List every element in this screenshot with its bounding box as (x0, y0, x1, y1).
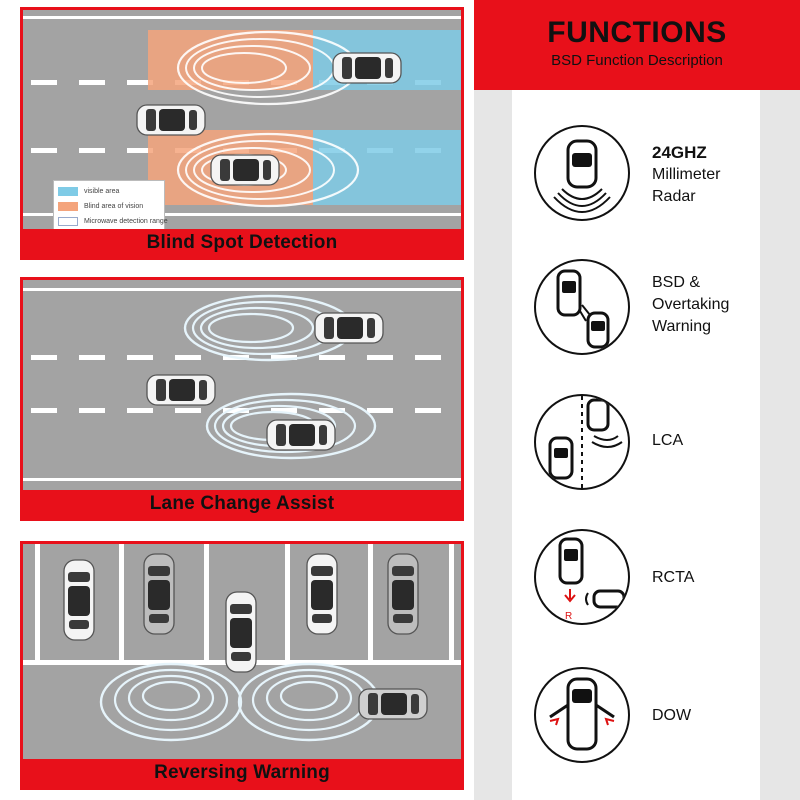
crossing-car (358, 688, 428, 720)
approaching-car (314, 312, 384, 344)
function-label-overtaking: BSD & Overtaking Warning (652, 272, 729, 338)
reversing-illustration (23, 544, 461, 759)
legend-item: Microwave detection range (58, 214, 168, 229)
function-label-line: 24GHZ (652, 143, 707, 162)
legend-swatch (58, 187, 78, 196)
function-label-line: BSD & (652, 274, 701, 291)
function-label-line: Warning (652, 318, 711, 335)
parked-car (63, 559, 95, 641)
reversing-car (225, 591, 257, 673)
host-car (146, 374, 216, 406)
scene-caption: Lane Change Assist (23, 490, 461, 518)
legend: visible area Blind area of vision Microw… (53, 180, 168, 232)
reverse-gear-marker: R (565, 611, 572, 622)
function-label-line: LCA (652, 432, 684, 449)
lane-change-illustration (23, 280, 461, 490)
legend-label: Blind area of vision (84, 203, 144, 210)
scene-caption: Blind Spot Detection (23, 229, 461, 257)
legend-label: Microwave detection range (84, 218, 168, 225)
function-label-line: RCTA (652, 569, 695, 586)
parked-car (306, 553, 338, 635)
scene-lane-change-assist: Lane Change Assist (20, 277, 464, 521)
legend-label: visible area (84, 188, 120, 195)
lane-change-icon (534, 394, 630, 490)
function-label-dow: DOW (652, 705, 691, 727)
adjacent-car (210, 154, 280, 186)
function-label-line: Millimeter (652, 166, 721, 183)
adjacent-car (332, 52, 402, 84)
legend-item: Blind area of vision (58, 199, 160, 214)
blind-area-zone (148, 30, 313, 90)
overtaking-warning-icon (534, 259, 630, 355)
legend-item: visible area (58, 184, 160, 199)
function-label-line: DOW (652, 707, 692, 724)
radar-car-icon (534, 125, 630, 221)
function-label-rcta: RCTA (652, 567, 694, 589)
adjacent-car (266, 419, 336, 451)
function-label-line: Radar (652, 188, 696, 205)
functions-subtitle: BSD Function Description (551, 52, 723, 69)
function-label-radar: 24GHZ Millimeter Radar (652, 142, 720, 208)
host-car (136, 104, 206, 136)
function-label-line: Overtaking (652, 296, 730, 313)
scene-caption: Reversing Warning (23, 759, 461, 787)
parked-car (143, 553, 175, 635)
functions-header (474, 0, 800, 90)
parked-car (387, 553, 419, 635)
lane-markings (23, 288, 461, 481)
scene-reversing-warning: Reversing Warning (20, 541, 464, 790)
legend-swatch (58, 202, 78, 211)
function-label-lca: LCA (652, 430, 683, 452)
functions-title: FUNCTIONS (547, 16, 727, 49)
legend-swatch (58, 217, 78, 226)
door-open-warning-icon (534, 667, 630, 763)
rear-cross-traffic-icon: R (534, 529, 630, 625)
scene-blind-spot-detection: visible area Blind area of vision Microw… (20, 7, 464, 260)
